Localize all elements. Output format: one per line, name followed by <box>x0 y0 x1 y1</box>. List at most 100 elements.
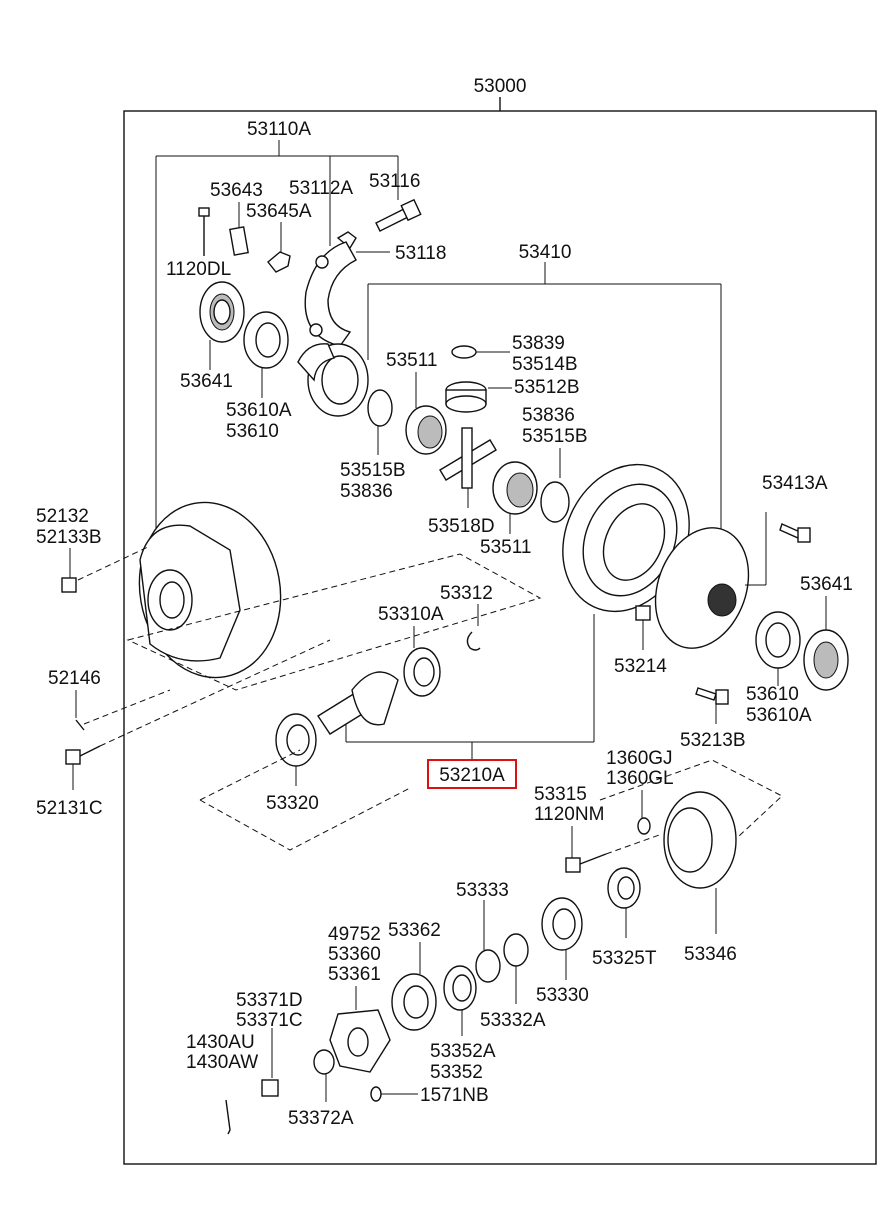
part-label[interactable]: 53514B <box>512 354 578 375</box>
part-label[interactable]: 53352 <box>430 1062 483 1083</box>
part-label[interactable]: 53112A <box>289 178 353 199</box>
part-label[interactable]: 53371D <box>236 990 303 1011</box>
carrier-housing <box>138 501 282 679</box>
part-label[interactable]: 53346 <box>684 944 737 965</box>
part-label[interactable]: 53361 <box>328 964 381 985</box>
deflector-53362 <box>391 973 437 1031</box>
part-label[interactable]: 53610 <box>226 421 279 442</box>
part-label[interactable]: 53641 <box>800 574 853 595</box>
washer-1360GJ <box>637 817 651 835</box>
thrust-washer-53515B-left <box>367 389 393 427</box>
part-label[interactable]: 53515B <box>340 460 406 481</box>
thrust-washer-53515B-right <box>540 481 570 523</box>
plug-1571NB <box>370 1086 382 1102</box>
part-label[interactable]: 53213B <box>680 730 746 751</box>
part-label[interactable]: 53320 <box>266 793 319 814</box>
diff-case <box>297 343 369 417</box>
part-label[interactable]: 1120NM <box>534 804 604 825</box>
shim-53333 <box>475 949 501 983</box>
part-label[interactable]: 53214 <box>614 656 667 677</box>
snap-ring-53312 <box>466 631 481 651</box>
lock-plate-53643 <box>229 226 249 256</box>
part-label[interactable]: 53512B <box>514 377 580 398</box>
part-label[interactable]: 53110A <box>247 119 311 140</box>
side-gear-53511-upper <box>405 405 447 455</box>
bolt-1120DL <box>198 207 210 256</box>
drive-pinion <box>317 671 399 735</box>
part-label[interactable]: 1430AU <box>186 1032 255 1053</box>
pinion-gear-53512B <box>445 381 487 413</box>
part-label[interactable]: 53511 <box>386 350 437 371</box>
part-label[interactable]: 53315 <box>534 784 587 805</box>
part-label[interactable]: 53610A <box>226 400 292 421</box>
part-label[interactable]: 53360 <box>328 944 381 965</box>
assembly-number[interactable]: 53000 <box>474 76 527 97</box>
part-label[interactable]: 53325T <box>592 948 657 969</box>
part-label[interactable]: 53641 <box>180 371 233 392</box>
part-label[interactable]: 52146 <box>48 668 101 689</box>
part-label[interactable]: 1360GL <box>606 768 674 789</box>
part-label[interactable]: 53410 <box>519 242 572 263</box>
part-label[interactable]: 53332A <box>480 1010 546 1031</box>
nut-53214 <box>635 605 651 621</box>
cross-shaft-53518D <box>439 427 497 489</box>
race-53610-right <box>755 611 801 669</box>
part-label[interactable]: 53511 <box>480 537 531 558</box>
part-label[interactable]: 53118 <box>395 243 446 264</box>
part-label[interactable]: 53413A <box>762 473 828 494</box>
part-label[interactable]: 1360GJ <box>606 748 673 769</box>
part-label[interactable]: 53836 <box>522 405 575 426</box>
part-label[interactable]: 53839 <box>512 333 565 354</box>
part-label[interactable]: 53362 <box>388 920 441 941</box>
housing-bracket <box>126 553 542 691</box>
part-label[interactable]: 52132 <box>36 506 89 527</box>
washer-53372A <box>313 1049 335 1075</box>
bearing-53641-left <box>199 281 245 343</box>
part-label[interactable]: 53310A <box>378 604 444 625</box>
part-label[interactable]: 53610 <box>746 684 799 705</box>
bearing-53641-right <box>803 629 849 691</box>
part-label[interactable]: 53610A <box>746 705 812 726</box>
part-label[interactable]: 53836 <box>340 481 393 502</box>
pinion-bracket <box>199 749 411 851</box>
bolt-53413A <box>779 523 811 543</box>
part-label[interactable]: 53371C <box>236 1010 303 1031</box>
part-label[interactable]: 1571NB <box>420 1085 489 1106</box>
part-label[interactable]: 52131C <box>36 798 103 819</box>
part-label-highlighted[interactable]: 53210A <box>439 765 505 786</box>
cotter-pin-1430AU <box>225 1099 231 1135</box>
nut-53371D <box>261 1079 279 1097</box>
part-label[interactable]: 53312 <box>440 583 493 604</box>
part-label[interactable]: 49752 <box>328 924 381 945</box>
part-label[interactable]: 53116 <box>369 171 420 192</box>
bearing-53320 <box>275 713 317 767</box>
bolt-52131C <box>65 745 101 765</box>
part-label[interactable]: 53645A <box>246 201 312 222</box>
race-53610A-left <box>243 311 289 369</box>
companion-flange <box>329 1009 391 1073</box>
washer-53839 <box>451 345 477 359</box>
bolt-53116 <box>375 198 422 232</box>
oil-seal-53352 <box>443 965 477 1011</box>
highlight-box-53210A <box>427 759 517 789</box>
bearing-53310A <box>403 647 441 697</box>
part-label[interactable]: 53352A <box>430 1041 496 1062</box>
part-label[interactable]: 53515B <box>522 426 588 447</box>
part-label[interactable]: 53372A <box>288 1108 354 1129</box>
bolt-53315 <box>565 853 607 873</box>
part-label[interactable]: 53518D <box>428 516 495 537</box>
rear-cover-53346 <box>663 791 737 889</box>
part-label[interactable]: 52133B <box>36 527 102 548</box>
part-label[interactable]: 53330 <box>536 985 589 1006</box>
lock-53645A <box>267 251 291 273</box>
bearing-53330 <box>541 897 583 951</box>
part-label[interactable]: 1120DL <box>166 259 231 280</box>
side-gear-53511-lower <box>492 461 538 515</box>
part-label[interactable]: 53333 <box>456 880 509 901</box>
part-label[interactable]: 1430AW <box>186 1052 258 1073</box>
bearing-cap-53112A <box>304 241 357 347</box>
diff-case-half-right <box>654 527 750 649</box>
bolt-52132 <box>61 577 77 593</box>
part-label[interactable]: 53643 <box>210 180 263 201</box>
